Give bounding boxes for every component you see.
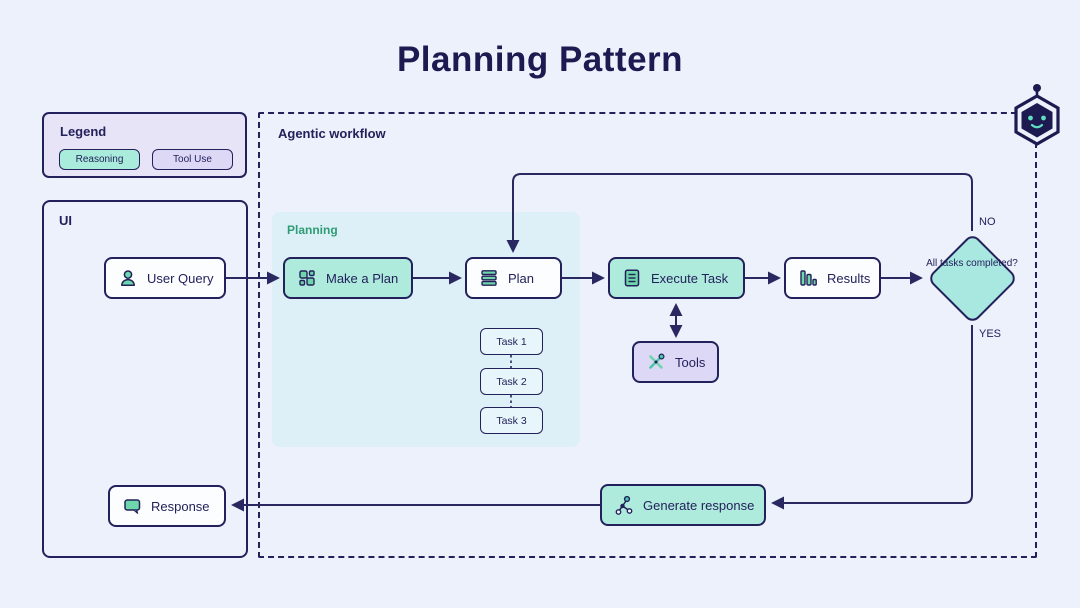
node-tools: Tools — [632, 341, 719, 383]
agentic-workflow-title: Agentic workflow — [278, 126, 386, 141]
node-results: Results — [784, 257, 881, 299]
node-make-a-plan-label: Make a Plan — [326, 270, 399, 286]
ui-panel: UI — [42, 200, 248, 558]
legend-panel: Legend Reasoning Tool Use — [42, 112, 247, 178]
node-plan: Plan — [465, 257, 562, 299]
node-generate-response-label: Generate response — [643, 497, 755, 513]
document-icon — [624, 269, 640, 287]
node-make-a-plan: Make a Plan — [283, 257, 413, 299]
node-execute-task: Execute Task — [608, 257, 745, 299]
node-user-query-label: User Query — [147, 270, 214, 286]
node-results-label: Results — [827, 270, 871, 286]
decision-diamond-label: All tasks completed? — [926, 258, 1018, 269]
task-box-3: Task 3 — [480, 407, 543, 434]
legend-title: Legend — [60, 124, 107, 139]
planning-region-title: Planning — [287, 223, 338, 237]
node-generate-response: Generate response — [600, 484, 766, 526]
agentic-workflow-box: Agentic workflow — [258, 112, 1037, 558]
task-box-2: Task 2 — [480, 368, 543, 395]
grid-dashboard-icon — [299, 270, 315, 286]
node-plan-label: Plan — [508, 270, 535, 286]
page-title: Planning Pattern — [396, 40, 684, 79]
legend-reasoning-pill: Reasoning — [59, 149, 140, 170]
ui-panel-title: UI — [59, 213, 72, 228]
node-execute-task-label: Execute Task — [651, 270, 729, 286]
bar-chart-icon — [800, 270, 817, 286]
node-user-query: User Query — [104, 257, 226, 299]
legend-tool-use-pill: Tool Use — [152, 149, 233, 170]
task-1-label: Task 1 — [496, 335, 527, 348]
node-tools-label: Tools — [675, 354, 706, 370]
speech-bubble-icon — [124, 499, 141, 514]
user-icon — [121, 270, 135, 286]
branch-label-yes: YES — [979, 328, 1002, 340]
robot-hexagon-icon — [1014, 84, 1060, 146]
node-response-label: Response — [151, 498, 210, 514]
task-box-1: Task 1 — [480, 328, 543, 355]
branch-label-no: NO — [979, 216, 996, 228]
crossed-tools-icon — [649, 353, 665, 369]
task-2-label: Task 2 — [496, 375, 527, 388]
task-3-label: Task 3 — [496, 414, 527, 427]
node-response: Response — [108, 485, 226, 527]
stacked-list-icon — [481, 270, 497, 286]
network-icon — [615, 495, 633, 515]
